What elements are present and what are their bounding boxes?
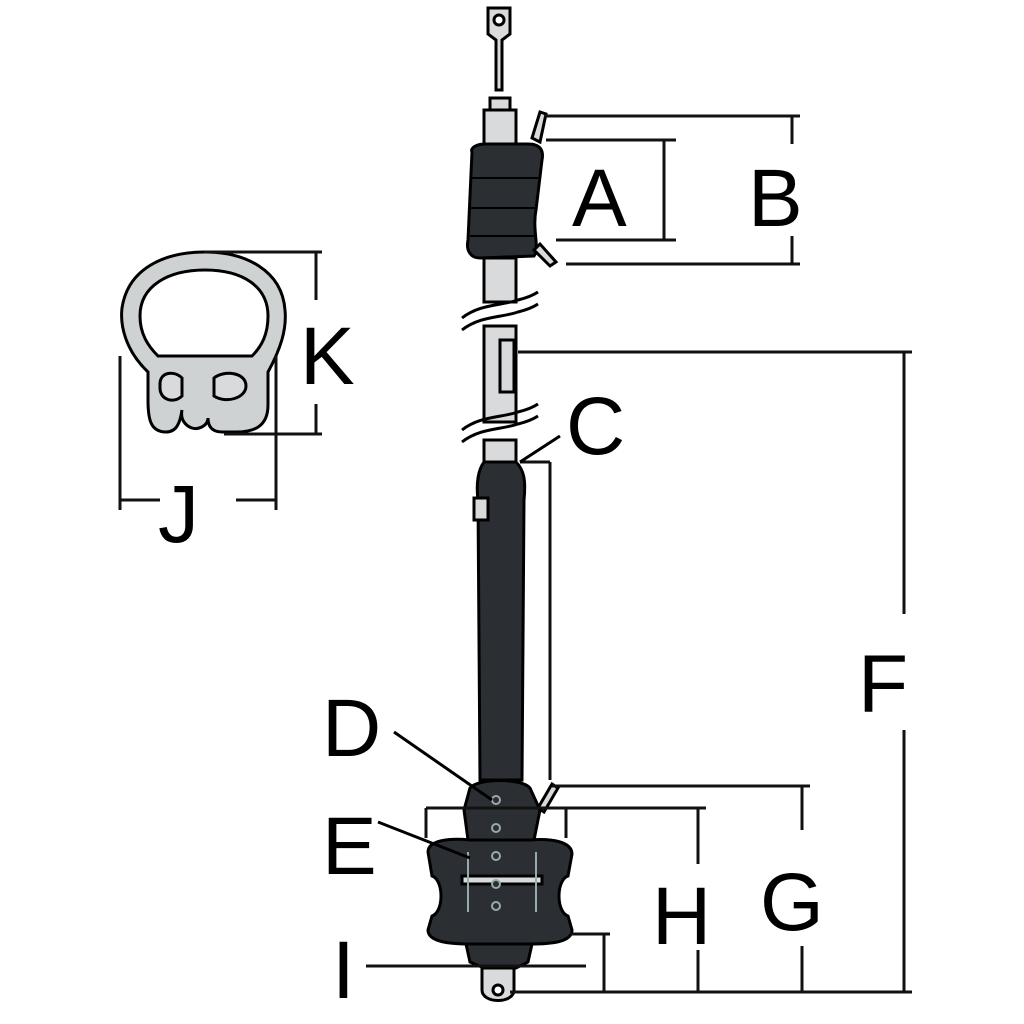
foil-section-upper: [482, 256, 518, 304]
swivel-top-tab: [530, 110, 548, 145]
label-f: F: [858, 639, 908, 730]
label-k: K: [300, 311, 355, 402]
torque-tube: [475, 460, 527, 782]
drum-line-guide: [460, 874, 544, 886]
dimension-g: [552, 784, 810, 992]
dimension-h: [424, 806, 706, 992]
dimension-j: [118, 356, 278, 510]
furling-unit: [426, 6, 574, 1002]
top-shackle: [486, 6, 512, 92]
swivel-bottom-tab: [531, 241, 559, 268]
dimension-f: [510, 350, 912, 994]
label-c: C: [566, 381, 625, 472]
leader-d: [393, 730, 493, 802]
foil-connector: [498, 338, 516, 394]
leader-e: [377, 820, 471, 860]
dimension-a: [546, 138, 676, 242]
drum-shaft: [464, 942, 534, 970]
dimension-c: [519, 434, 561, 780]
foil-groove-right: [212, 371, 248, 402]
bearing-tab: [535, 781, 561, 815]
foil-groove-left: [158, 371, 184, 402]
foil-section-lower: [482, 438, 518, 464]
label-b: B: [748, 153, 803, 244]
halyard-swivel: [466, 142, 544, 260]
sail-feeder: [472, 496, 490, 522]
label-i: I: [332, 925, 355, 1016]
dimension-b: [544, 114, 800, 266]
label-j: J: [158, 469, 199, 560]
label-g: G: [760, 857, 824, 948]
label-d: D: [322, 683, 381, 774]
foil-profile-shape: [120, 250, 287, 434]
label-e: E: [322, 801, 377, 892]
top-swivel-pin: [488, 96, 512, 112]
label-a: A: [572, 153, 627, 244]
label-h: H: [652, 871, 711, 962]
foil-profile-cross-section: [120, 250, 287, 434]
dimension-i: [366, 932, 610, 992]
dimension-k: [204, 250, 322, 436]
